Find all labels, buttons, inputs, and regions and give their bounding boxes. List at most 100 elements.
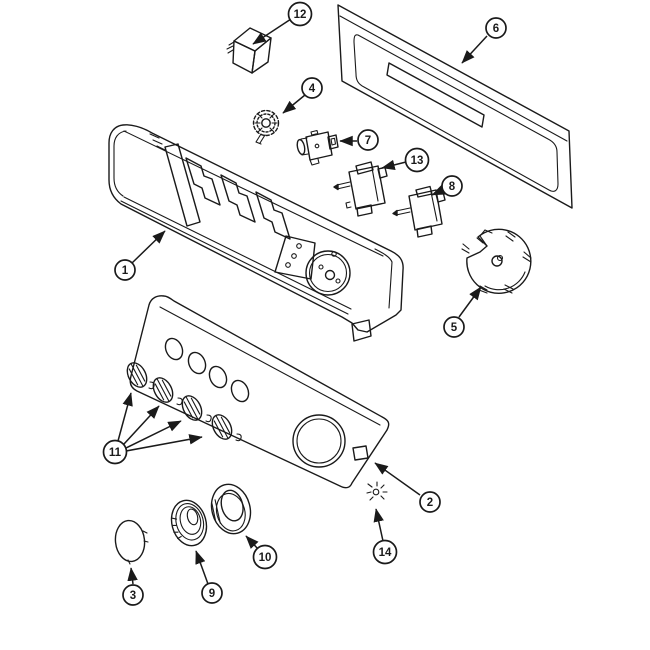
timer-body-outline <box>466 228 532 294</box>
console-panel-top-inner-line <box>159 306 381 426</box>
callout-10-leader <box>245 535 259 550</box>
control-panel-cutout-c <box>255 191 291 240</box>
console-knob-hole-3 <box>208 365 228 389</box>
gear-part <box>252 109 280 145</box>
control-panel-long-slot <box>164 143 201 227</box>
callout-1-leader <box>131 230 166 264</box>
callout-10: 10 <box>245 535 278 570</box>
callout-14: 14 <box>372 508 398 565</box>
switch-8-foot <box>416 225 433 238</box>
switch-13-right-nub <box>377 166 388 179</box>
callout-12-leader <box>252 18 292 45</box>
switch-13-plunger-tip <box>333 183 339 191</box>
clip-prongs <box>366 481 388 501</box>
small-knob-1 <box>126 362 148 388</box>
switch-8-right-nub <box>435 191 446 203</box>
gear-spokes <box>254 113 278 133</box>
control-panel-cutout-a <box>185 157 221 206</box>
callout-8: 8 <box>431 175 463 197</box>
control-panel-dial-hole-1 <box>318 264 324 270</box>
callout-13-label: 13 <box>411 155 424 167</box>
knob-skirt-outer <box>210 483 252 535</box>
rear-panel-outline <box>337 4 573 209</box>
switch-13-body <box>348 165 386 210</box>
timer-knob-hatching <box>171 517 182 540</box>
switch-8-part <box>392 185 446 238</box>
switch-7-foot <box>309 158 320 166</box>
small-knob-2 <box>152 377 174 403</box>
small-knob-3 <box>181 395 203 421</box>
switch-13-step <box>345 201 352 209</box>
switch-13-plunger <box>336 181 351 190</box>
timer-inner-rim <box>484 271 526 291</box>
callout-3-label: 3 <box>130 590 136 602</box>
timer-hub <box>491 255 503 267</box>
switch-13-top-cap <box>355 161 374 175</box>
gear-outer-teeth <box>252 109 280 137</box>
callout-12-circle <box>287 1 313 27</box>
control-panel-plate-hole-2 <box>291 253 297 259</box>
callout-9-label: 9 <box>209 588 215 600</box>
switch-7-detail <box>314 143 320 149</box>
callout-2-leader <box>374 462 421 496</box>
control-panel-dial-hole-2 <box>335 278 341 284</box>
callout-13-circle <box>404 147 430 173</box>
callout-13-leader <box>381 159 407 171</box>
console-square-hole <box>352 445 369 461</box>
callout-4-label: 4 <box>309 83 316 95</box>
callout-5: 5 <box>443 286 482 338</box>
switch-13-body-line <box>371 167 379 202</box>
small-knob-4-clip <box>235 433 242 442</box>
timer-hub-screw <box>496 254 504 262</box>
knob-skirt-part <box>210 483 252 535</box>
callout-3: 3 <box>122 567 144 606</box>
rear-panel-part <box>337 4 573 209</box>
console-panel-part <box>129 295 390 489</box>
timer-mount-tabs <box>461 231 532 294</box>
timer-knob-outer <box>170 499 208 547</box>
relay-box-front-face <box>232 40 256 74</box>
callout-11-leader-4 <box>125 434 203 452</box>
switch-7-cap-lines <box>300 137 309 156</box>
callout-3-leader <box>127 567 138 585</box>
control-panel-foot-tab <box>351 319 372 342</box>
callout-14-leader <box>373 508 384 542</box>
switch-7-cap <box>296 138 306 156</box>
control-panel-outline <box>108 124 404 333</box>
rear-panel-inner-outline <box>353 34 559 192</box>
callout-8-leader <box>431 184 446 196</box>
callout-1: 1 <box>114 230 166 281</box>
rear-panel-slot <box>386 62 485 128</box>
timer-knob-pointer <box>186 508 199 526</box>
switch-7-right-tab <box>327 134 339 150</box>
callout-13: 13 <box>381 147 430 173</box>
relay-box-part <box>226 27 272 74</box>
switch-7-tab-slot <box>330 137 337 146</box>
callout-8-label: 8 <box>449 181 456 193</box>
switch-7-top-nub <box>310 129 319 136</box>
callout-11-leader-1 <box>117 392 133 442</box>
callout-6-label: 6 <box>493 23 499 35</box>
relay-box-top-face <box>233 27 272 52</box>
timer-knob-part <box>170 499 208 547</box>
control-panel-dial-recess-inner <box>308 253 348 293</box>
callout-10-circle <box>252 544 278 570</box>
callout-10-label: 10 <box>259 552 272 564</box>
switch-13-foot <box>356 204 373 217</box>
callout-12-label: 12 <box>294 9 307 21</box>
rear-panel-fold-line <box>339 15 568 142</box>
gear-stem <box>255 133 266 145</box>
timer-bracket-arm <box>476 229 493 247</box>
switch-8-stem-tip <box>392 209 398 217</box>
callout-7-circle <box>357 129 379 151</box>
clip-center <box>372 488 380 496</box>
small-knob-2-clip <box>176 397 183 406</box>
callout-8-circle <box>441 175 463 197</box>
callout-9-leader <box>195 550 209 585</box>
callout-3-circle <box>122 584 144 606</box>
dial-disc-part <box>114 519 149 565</box>
callout-11-leader-3 <box>125 420 182 449</box>
dial-disc <box>114 519 146 563</box>
control-panel-part <box>108 124 404 342</box>
callout-6-leader <box>461 35 488 64</box>
